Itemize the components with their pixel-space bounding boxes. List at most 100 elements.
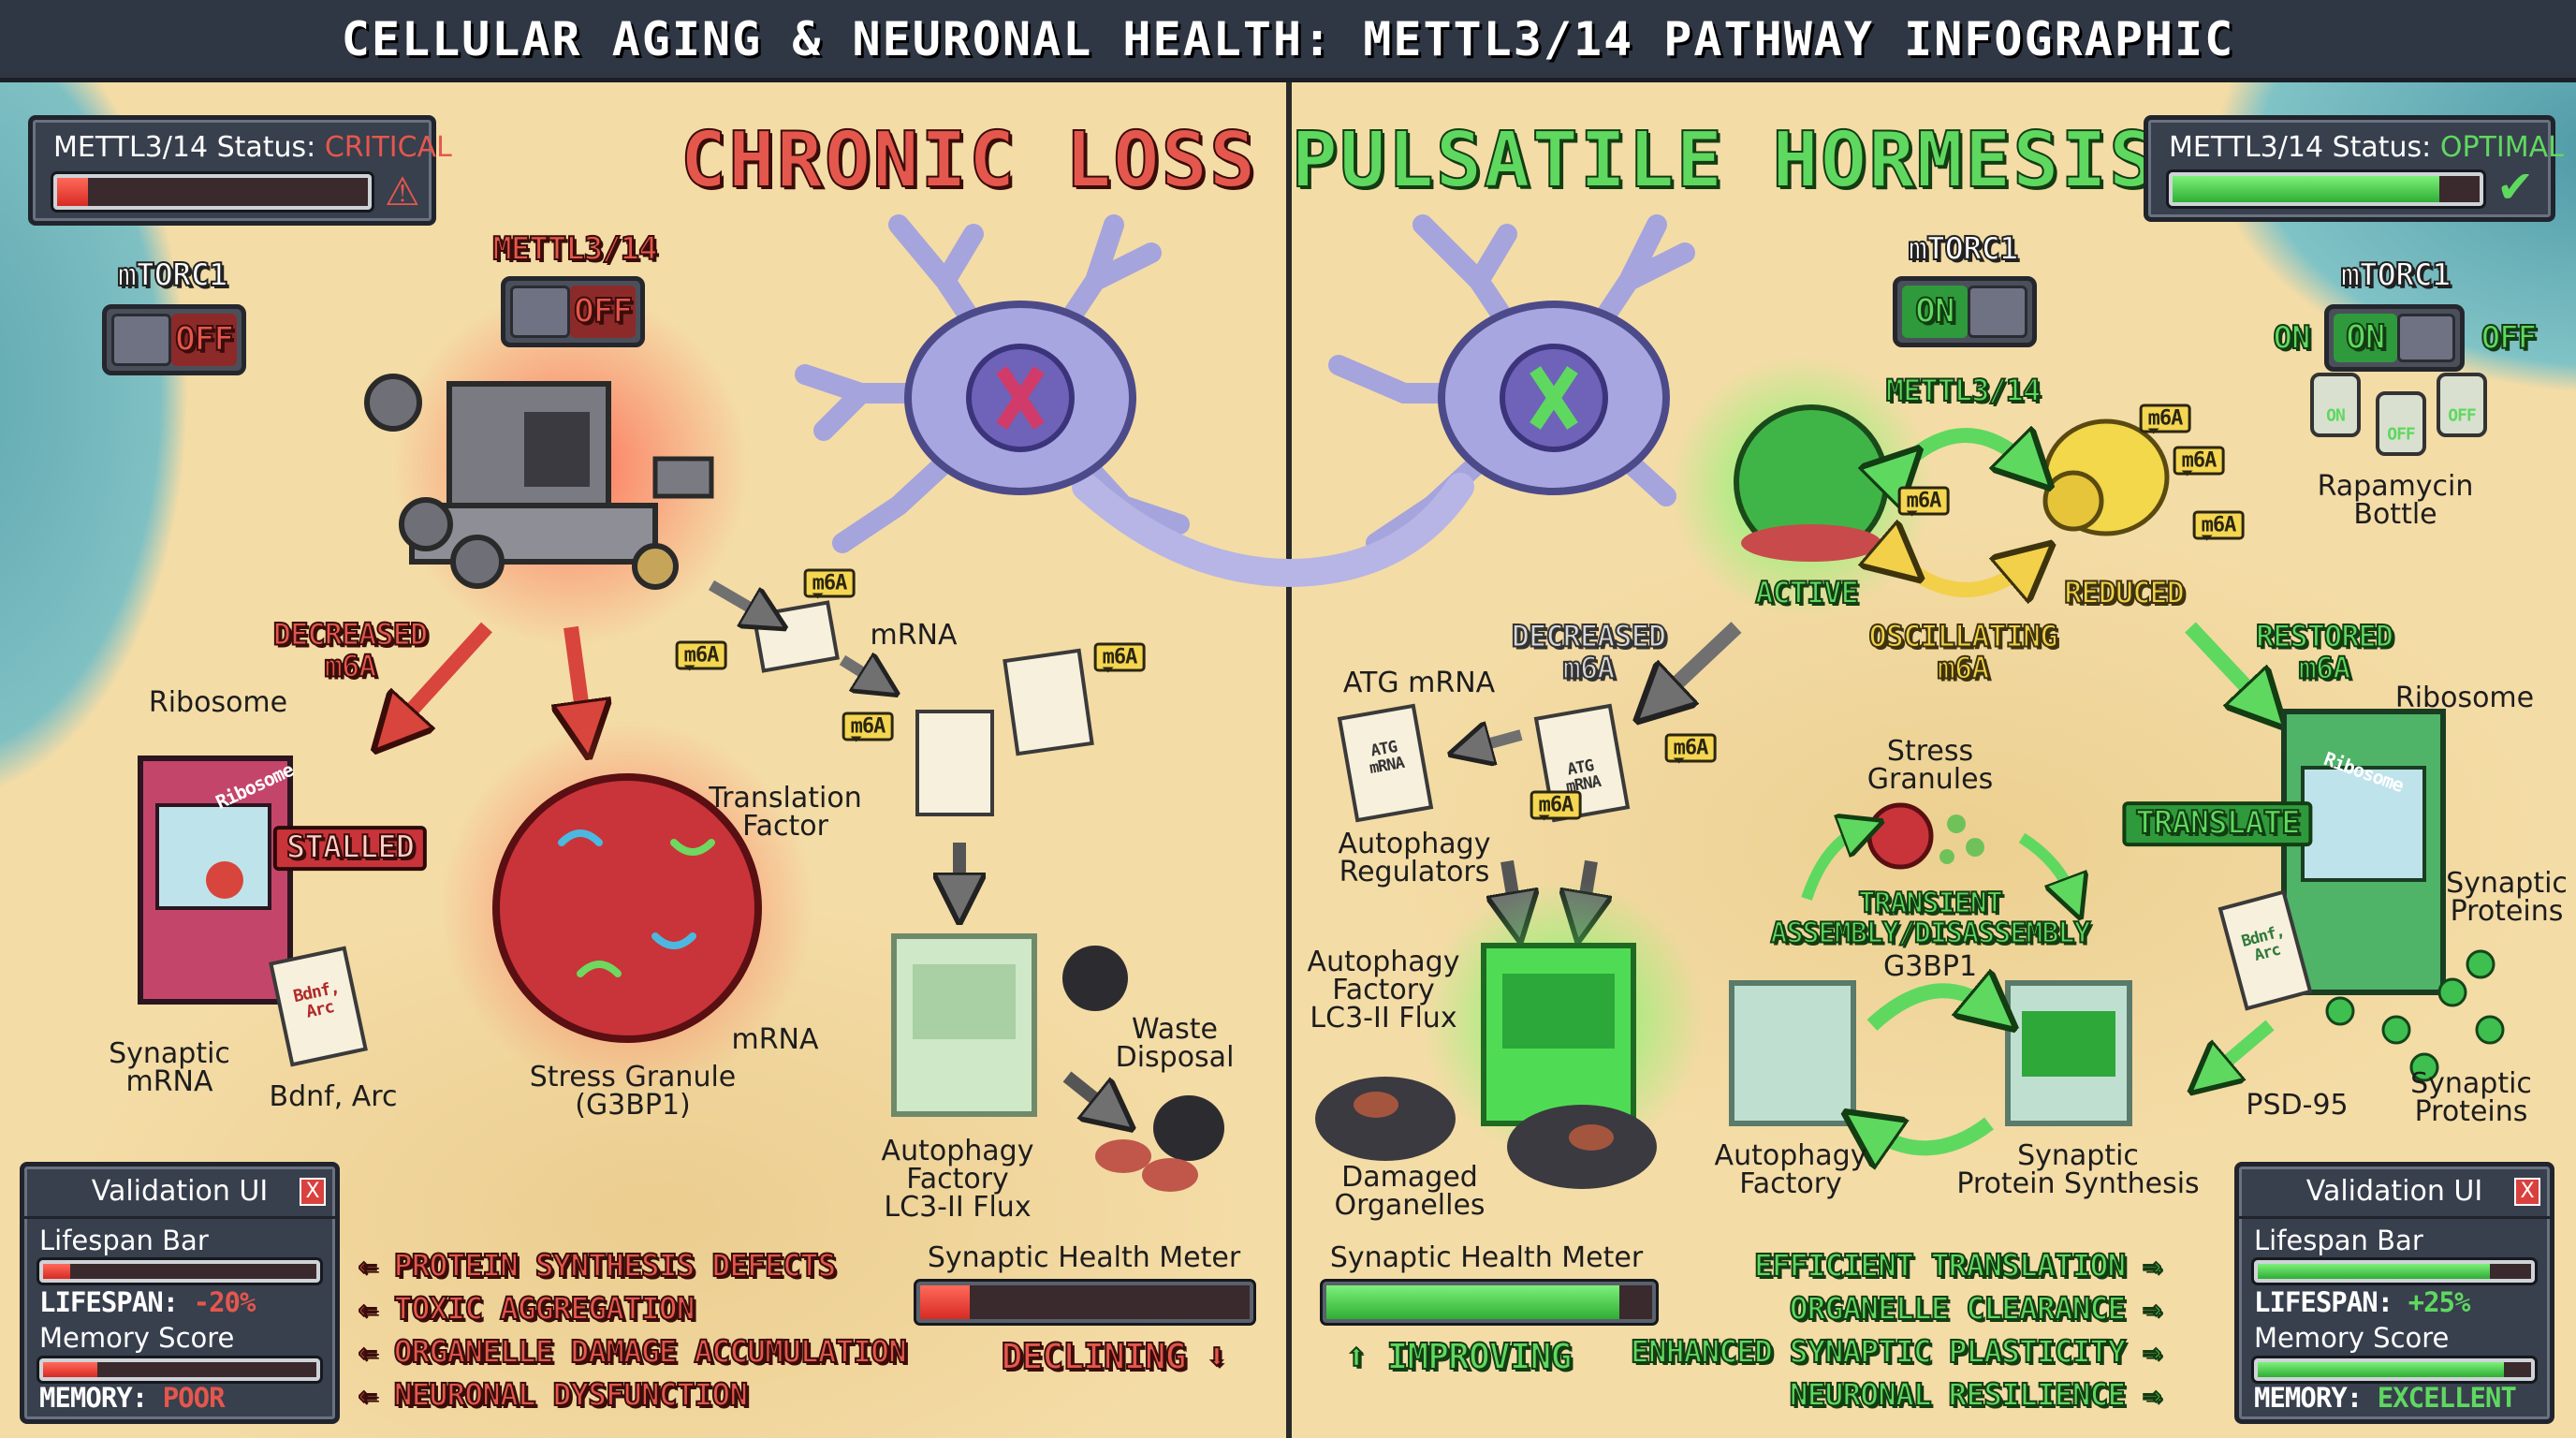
benefit-item: NEURONAL RESILIENCE ⇒ bbox=[1631, 1376, 2162, 1422]
lifespan-bar-label: Lifespan Bar bbox=[39, 1225, 209, 1256]
autophagy-factory-left bbox=[891, 933, 1037, 1117]
consequence-text: PROTEIN SYNTHESIS DEFECTS bbox=[393, 1247, 838, 1284]
lifespan-value: -20% bbox=[193, 1286, 256, 1318]
label-line: Factory bbox=[1739, 1167, 1842, 1200]
arrow-left-icon: ⇐ bbox=[358, 1333, 394, 1370]
synaptic-health-meter-left bbox=[916, 1282, 1253, 1323]
label-line: RESTORED bbox=[2255, 618, 2394, 654]
neuron-right bbox=[1278, 214, 1695, 587]
mettl-switch-left[interactable]: OFF bbox=[501, 276, 645, 347]
arrow-left-icon: ⇐ bbox=[358, 1376, 394, 1413]
mrna-scroll-icon bbox=[269, 946, 368, 1067]
benefit-item: ENHANCED SYNAPTIC PLASTICITY ⇒ bbox=[1630, 1334, 2162, 1379]
pulsatile-hormesis-heading: PULSATILE HORMESIS bbox=[1291, 115, 2158, 205]
mettl-active-icon bbox=[1734, 404, 1889, 562]
bottle-label: ON bbox=[2326, 405, 2346, 426]
chronic-loss-heading: CHRONIC LOSS bbox=[680, 115, 1258, 205]
label-line: Autophagy bbox=[1714, 1139, 1867, 1172]
label-line: Proteins bbox=[2450, 895, 2564, 928]
ribosome-label-left: Ribosome bbox=[148, 686, 288, 719]
close-button[interactable]: X bbox=[2514, 1178, 2540, 1206]
broken-machine-icon bbox=[364, 374, 714, 590]
consequence-text: NEURONAL DYSFUNCTION bbox=[393, 1376, 749, 1413]
label-line: Factory bbox=[906, 1163, 1009, 1196]
memory-value: EXCELLENT bbox=[2377, 1382, 2517, 1414]
consequence-list: ⇐ PROTEIN SYNTHESIS DEFECTS ⇐ TOXIC AGGR… bbox=[358, 1247, 908, 1422]
switch-knob bbox=[510, 286, 571, 338]
close-button[interactable]: X bbox=[300, 1178, 326, 1206]
status-bar bbox=[53, 174, 372, 210]
consequence-text: ORGANELLE DAMAGE ACCUMULATION bbox=[393, 1333, 908, 1370]
waste-bags-icon bbox=[1062, 946, 1224, 1192]
memory-label: MEMORY: bbox=[2254, 1382, 2363, 1414]
label-line: ASSEMBLY/DISASSEMBLY bbox=[1769, 917, 2091, 949]
stalled-badge: STALLED bbox=[272, 826, 428, 871]
status-bar bbox=[2169, 172, 2483, 206]
m6a-tag: m6A bbox=[1530, 790, 1582, 821]
label-line: Regulators bbox=[1339, 856, 1490, 888]
label-line: DECREASED bbox=[1511, 618, 1667, 654]
stress-granule-small-icon bbox=[1866, 802, 1934, 870]
consequence-item: ⇐ PROTEIN SYNTHESIS DEFECTS bbox=[358, 1247, 906, 1293]
m6a-tag: m6A bbox=[1897, 486, 1950, 517]
lifespan-bar bbox=[2254, 1260, 2535, 1283]
label-line: DECREASED bbox=[272, 616, 429, 653]
bottle-label: OFF bbox=[2387, 424, 2415, 445]
psd95-label: PSD-95 bbox=[2246, 1089, 2349, 1122]
m6a-tag: m6A bbox=[2139, 404, 2191, 434]
mettl-reduced-icon bbox=[2042, 418, 2170, 536]
autophagy-factory-right bbox=[1729, 980, 2132, 1126]
center-divider bbox=[1286, 82, 1292, 1438]
arrow-down-icon: ⬇ bbox=[1205, 1336, 1228, 1378]
label-line: Stress bbox=[1886, 735, 1974, 768]
lifespan-bar bbox=[39, 1260, 320, 1283]
label-line: Granules bbox=[1866, 763, 1994, 796]
lifespan-label: LIFESPAN: bbox=[2254, 1286, 2393, 1318]
mettl-label-right: METTL3/14 bbox=[1885, 373, 2042, 409]
status-bar-fill bbox=[2173, 176, 2440, 202]
lifespan-label: LIFESPAN: bbox=[39, 1286, 179, 1318]
m6a-tag: m6A bbox=[2192, 510, 2245, 541]
mtorc1-switch-left[interactable]: OFF bbox=[102, 304, 246, 375]
label-line: Factory bbox=[1332, 974, 1435, 1006]
trend-text: IMPROVING bbox=[1385, 1336, 1573, 1378]
label-line: m6A bbox=[1937, 650, 1991, 685]
m6a-tag: m6A bbox=[842, 712, 894, 742]
switch-knob bbox=[111, 314, 172, 366]
mettl-label-left: METTL3/14 bbox=[491, 230, 658, 269]
mtorc1-switch-right[interactable]: ON bbox=[1893, 276, 2037, 347]
status-bar-fill bbox=[57, 178, 89, 206]
mtorc1-switch-rapamycin[interactable]: ON bbox=[2324, 304, 2465, 372]
meter-fill bbox=[920, 1285, 970, 1319]
ribosome-claw-machine-right bbox=[2281, 709, 2446, 995]
switch-state: ON bbox=[1902, 286, 1968, 338]
memory-bar bbox=[39, 1358, 320, 1381]
benefit-list: EFFICIENT TRANSLATION ⇒ ORGANELLE CLEARA… bbox=[1630, 1248, 2162, 1422]
status-panel-left: METTL3/14 Status: CRITICAL ⚠ bbox=[28, 115, 452, 226]
benefit-text: NEURONAL RESILIENCE bbox=[1789, 1376, 2127, 1413]
label-line: m6A bbox=[324, 648, 378, 683]
consequence-item: ⇐ ORGANELLE DAMAGE ACCUMULATION bbox=[358, 1333, 908, 1379]
lifespan-readout: LIFESPAN: -20% bbox=[39, 1286, 256, 1318]
arrow-up-icon: ⬆ bbox=[1345, 1336, 1368, 1378]
label-line: LC3-II Flux bbox=[884, 1191, 1032, 1224]
mtorc1-label-left: mTORC1 bbox=[117, 257, 229, 295]
lifespan-readout: LIFESPAN: +25% bbox=[2254, 1286, 2470, 1318]
memory-score-label: Memory Score bbox=[2254, 1322, 2450, 1354]
consequence-text: TOXIC AGGREGATION bbox=[393, 1290, 696, 1327]
status-value: OPTIMAL bbox=[2439, 131, 2564, 164]
synaptic-health-meter-label-left: Synaptic Health Meter bbox=[927, 1241, 1241, 1274]
arrow-icon bbox=[571, 625, 585, 730]
mtorc1-label-right: mTORC1 bbox=[1908, 230, 2020, 269]
bdnf-arc-label: Bdnf, Arc bbox=[269, 1080, 398, 1113]
m6a-tag: m6A bbox=[2173, 446, 2225, 477]
memory-bar bbox=[2254, 1358, 2535, 1381]
ribosome-label-right: Ribosome bbox=[2394, 682, 2535, 714]
label-line: Synaptic bbox=[2017, 1139, 2139, 1172]
